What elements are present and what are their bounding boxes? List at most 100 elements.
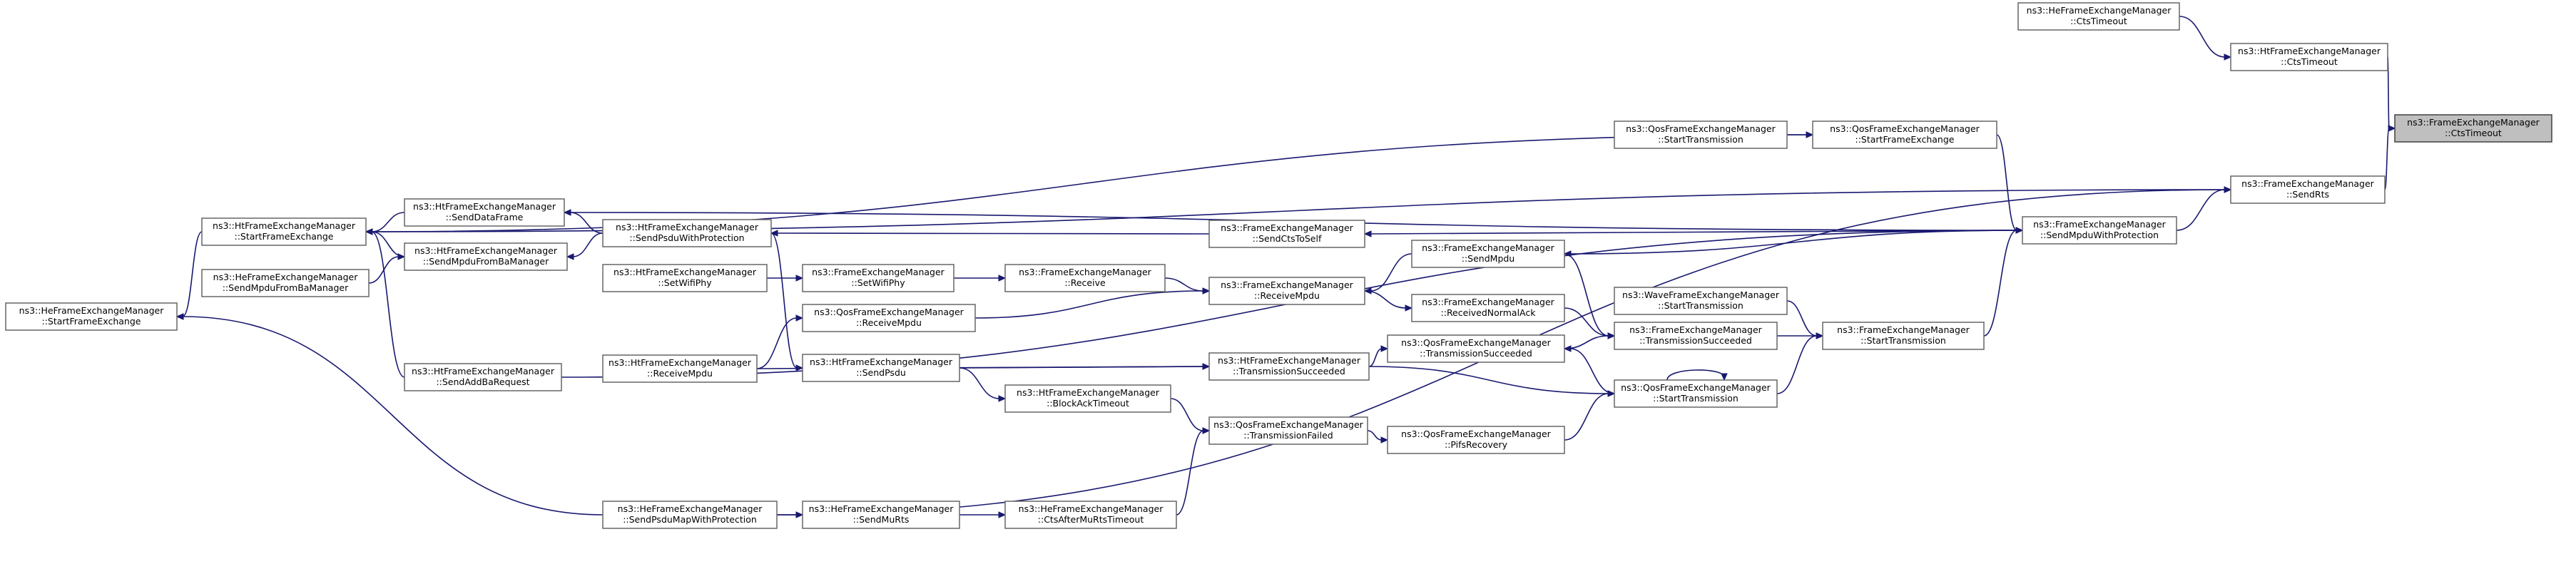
node-send-rts[interactable]: ns3::FrameExchangeManager::SendRts — [2230, 175, 2386, 204]
edge-arrowhead — [770, 230, 778, 237]
node-box — [802, 264, 954, 292]
node-fe-received-normal-ack[interactable]: ns3::FrameExchangeManager::ReceivedNorma… — [1411, 294, 1565, 322]
node-box — [1614, 379, 1778, 408]
node-box — [602, 219, 772, 247]
edge-arrowhead — [1721, 373, 1728, 381]
node-fe-send-cts-to-self[interactable]: ns3::FrameExchangeManager::SendCtsToSelf — [1208, 220, 1365, 248]
node-ht-set-wifi-phy[interactable]: ns3::HtFrameExchangeManager::SetWifiPhy — [602, 264, 768, 292]
node-he-cts-after-mu-rts[interactable]: ns3::HeFrameExchangeManager::CtsAfterMuR… — [1004, 501, 1177, 529]
call-edge — [1164, 277, 1204, 292]
node-method-label: ::StartFrameExchange — [235, 231, 334, 242]
node-method-label: ::SendDataFrame — [446, 212, 524, 222]
node-he-send-psdu-map-wp[interactable]: ns3::HeFrameExchangeManager::SendPsduMap… — [602, 501, 778, 529]
node-ht-send-psdu-wp[interactable]: ns3::HtFrameExchangeManager::SendPsduWit… — [602, 219, 772, 247]
edge-arrowhead — [1363, 230, 1372, 237]
node-box — [802, 501, 960, 529]
node-ht-send-data-frame[interactable]: ns3::HtFrameExchangeManager::SendDataFra… — [404, 198, 565, 227]
call-edge — [1176, 430, 1204, 516]
node-ht-start-fe[interactable]: ns3::HtFrameExchangeManager::StartFrameE… — [201, 217, 367, 246]
node-box — [404, 242, 568, 271]
node-qos-tx-failed[interactable]: ns3::QosFrameExchangeManager::Transmissi… — [1208, 416, 1368, 445]
node-qos-receive-mpdu[interactable]: ns3::QosFrameExchangeManager::ReceiveMpd… — [802, 304, 976, 332]
call-edge — [371, 212, 405, 232]
node-fe-tx-succeeded[interactable]: ns3::FrameExchangeManager::TransmissionS… — [1614, 322, 1778, 350]
call-edge — [182, 231, 203, 317]
node-he-start-fe[interactable]: ns3::HeFrameExchangeManager::StartFrameE… — [5, 302, 178, 331]
node-fe-start-tx[interactable]: ns3::FrameExchangeManager::StartTransmis… — [1822, 322, 1985, 350]
node-wave-start-tx[interactable]: ns3::WaveFrameExchangeManager::StartTran… — [1614, 287, 1788, 315]
node-he-send-mpdu-from-ba[interactable]: ns3::HeFrameExchangeManager::SendMpduFro… — [201, 269, 370, 297]
edge-arrowhead — [998, 511, 1007, 518]
call-edge — [1364, 290, 1407, 309]
edge-arrowhead — [795, 314, 804, 322]
node-class-label: ns3::QosFrameExchangeManager — [1830, 123, 1980, 134]
node-qos-tx-succeeded[interactable]: ns3::QosFrameExchangeManager::Transmissi… — [1387, 334, 1565, 363]
node-fe-send-mpdu-wp[interactable]: ns3::FrameExchangeManager::SendMpduWithP… — [2022, 216, 2177, 245]
edge-arrowhead — [563, 209, 571, 216]
node-box — [802, 354, 960, 382]
node-ht-block-ack-timeout[interactable]: ns3::HtFrameExchangeManager::BlockAckTim… — [1004, 384, 1171, 413]
node-class-label: ns3::HtFrameExchangeManager — [412, 366, 555, 376]
node-ht-send-mpdu-from-ba[interactable]: ns3::HtFrameExchangeManager::SendMpduFro… — [404, 242, 568, 271]
call-edge — [2176, 189, 2226, 231]
node-fe-receive[interactable]: ns3::FrameExchangeManager::Receive — [1004, 264, 1166, 292]
edge-arrowhead — [566, 253, 574, 260]
node-ht-send-add-ba[interactable]: ns3::HtFrameExchangeManager::SendAddBaRe… — [404, 363, 562, 391]
edge-arrowhead — [2388, 125, 2396, 132]
node-class-label: ns3::QosFrameExchangeManager — [1621, 382, 1771, 393]
node-box — [1812, 121, 1997, 149]
node-he-send-mu-rts[interactable]: ns3::HeFrameExchangeManager::SendMuRts — [802, 501, 960, 529]
node-box — [201, 269, 370, 297]
edge-arrowhead — [1202, 363, 1211, 370]
call-edge — [1370, 253, 1412, 292]
node-qos-start-tx-left[interactable]: ns3::QosFrameExchangeManager::StartTrans… — [1614, 121, 1788, 149]
call-edge — [572, 232, 604, 257]
node-fe-set-wifi-phy[interactable]: ns3::FrameExchangeManager::SetWifiPhy — [802, 264, 954, 292]
node-method-label: ::SendMpduFromBaManager — [423, 256, 549, 267]
node-box — [602, 501, 778, 529]
node-class-label: ns3::HtFrameExchangeManager — [1017, 387, 1160, 398]
node-box — [1614, 287, 1788, 315]
node-ht-cts-timeout[interactable]: ns3::HtFrameExchangeManager::CtsTimeout — [2230, 43, 2388, 71]
node-box — [602, 354, 758, 383]
node-method-label: ::TransmissionSucceeded — [1639, 335, 1752, 346]
call-edge — [1983, 230, 2017, 337]
node-method-label: ::SendRts — [2286, 189, 2329, 200]
node-class-label: ns3::HeFrameExchangeManager — [618, 503, 763, 514]
call-edge — [1564, 393, 1609, 441]
node-cts-timeout-target[interactable]: ns3::FrameExchangeManager::CtsTimeout — [2394, 114, 2552, 143]
node-box — [1208, 220, 1365, 248]
node-method-label: ::StartFrameExchange — [42, 316, 141, 327]
node-class-label: ns3::HeFrameExchangeManager — [19, 305, 165, 316]
edge-arrowhead — [1202, 427, 1211, 434]
node-fe-send-mpdu[interactable]: ns3::FrameExchangeManager::SendMpdu — [1411, 240, 1565, 268]
node-box — [404, 363, 562, 391]
node-ht-receive-mpdu[interactable]: ns3::HtFrameExchangeManager::ReceiveMpdu — [602, 354, 758, 383]
node-ht-tx-succeeded[interactable]: ns3::HtFrameExchangeManager::Transmissio… — [1208, 352, 1370, 381]
call-edge — [756, 317, 798, 369]
edge-arrowhead — [1405, 304, 1413, 312]
node-class-label: ns3::FrameExchangeManager — [1422, 242, 1554, 253]
node-box — [1208, 352, 1370, 381]
edge-arrowhead — [998, 275, 1007, 282]
node-qos-pifs-recovery[interactable]: ns3::QosFrameExchangeManager::PifsRecove… — [1387, 426, 1565, 454]
call-edge — [1569, 348, 1615, 394]
node-method-label: ::SendMuRts — [853, 514, 910, 525]
node-class-label: ns3::HtFrameExchangeManager — [413, 201, 556, 212]
node-qos-start-tx-right[interactable]: ns3::QosFrameExchangeManager::StartTrans… — [1614, 379, 1778, 408]
edge-arrowhead — [1380, 436, 1389, 443]
node-fe-receive-mpdu[interactable]: ns3::FrameExchangeManager::ReceiveMpdu — [1208, 277, 1365, 305]
edge-arrowhead — [1202, 287, 1211, 294]
node-box — [2017, 2, 2180, 31]
edge-arrowhead — [2224, 186, 2232, 193]
call-edge — [1996, 134, 2017, 231]
node-qos-start-fe[interactable]: ns3::QosFrameExchangeManager::StartFrame… — [1812, 121, 1997, 149]
node-method-label: ::ReceivedNormalAck — [1441, 307, 1537, 318]
node-method-label: ::TransmissionSucceeded — [1420, 348, 1532, 359]
call-edge — [371, 231, 405, 378]
node-class-label: ns3::QosFrameExchangeManager — [1213, 419, 1363, 430]
node-he-cts-timeout[interactable]: ns3::HeFrameExchangeManager::CtsTimeout — [2017, 2, 2180, 31]
node-ht-send-psdu[interactable]: ns3::HtFrameExchangeManager::SendPsdu — [802, 354, 960, 382]
node-method-label: ::CtsTimeout — [2445, 128, 2502, 138]
node-method-label: ::StartTransmission — [1658, 300, 1743, 311]
